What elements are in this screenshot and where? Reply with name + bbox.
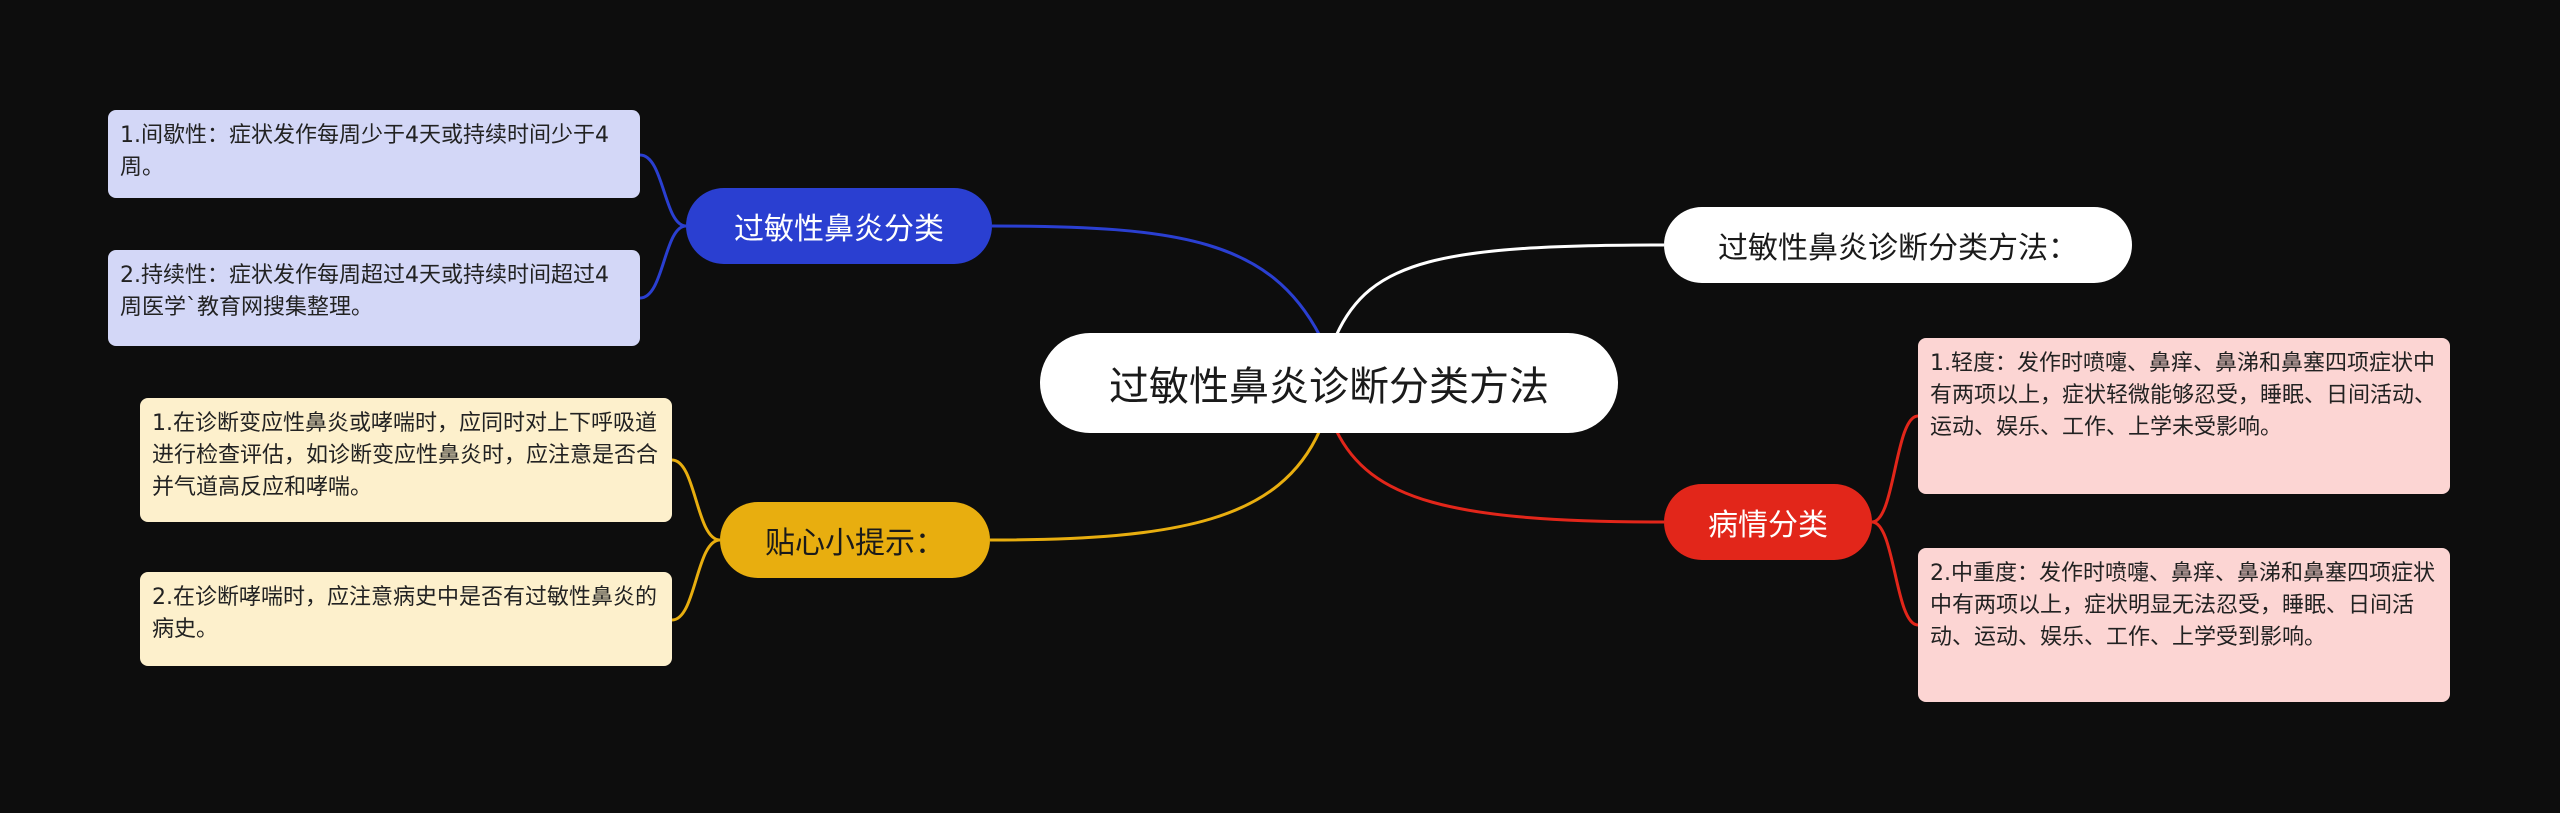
connector-tips-leaf-2 (671, 538, 721, 622)
connector-root-tips (989, 429, 1322, 542)
connector-severity-leaf-1 (1871, 414, 1919, 524)
leaf-intermittent[interactable]: 1.间歇性：症状发作每周少于4天或持续时间少于4周。 (108, 110, 640, 198)
connector-tips-leaf-1 (671, 458, 721, 542)
branch-severity[interactable]: 病情分类 (1664, 484, 1872, 560)
connector-root-severity (1334, 429, 1665, 524)
connector-root-method (1334, 243, 1665, 337)
connector-severity-leaf-2 (1871, 520, 1919, 627)
leaf-mild[interactable]: 1.轻度：发作时喷嚏、鼻痒、鼻涕和鼻塞四项症状中有两项以上，症状轻微能够忍受，睡… (1918, 338, 2450, 494)
root-topic[interactable]: 过敏性鼻炎诊断分类方法 (1040, 333, 1618, 433)
branch-tips[interactable]: 贴心小提示： (720, 502, 990, 578)
connector-root-classification (991, 224, 1322, 337)
branch-method[interactable]: 过敏性鼻炎诊断分类方法： (1664, 207, 2132, 283)
leaf-persistent[interactable]: 2.持续性：症状发作每周超过4天或持续时间超过4周医学`教育网搜集整理。 (108, 250, 640, 346)
connector-classification-leaf-1 (639, 153, 687, 228)
leaf-moderate-severe[interactable]: 2.中重度：发作时喷嚏、鼻痒、鼻涕和鼻塞四项症状中有两项以上，症状明显无法忍受，… (1918, 548, 2450, 702)
leaf-tip-upper-lower-airway[interactable]: 1.在诊断变应性鼻炎或哮喘时，应同时对上下呼吸道进行检查评估，如诊断变应性鼻炎时… (140, 398, 672, 522)
branch-classification[interactable]: 过敏性鼻炎分类 (686, 188, 992, 264)
leaf-tip-asthma-history[interactable]: 2.在诊断哮喘时，应注意病史中是否有过敏性鼻炎的病史。 (140, 572, 672, 666)
connector-classification-leaf-2 (639, 224, 687, 300)
